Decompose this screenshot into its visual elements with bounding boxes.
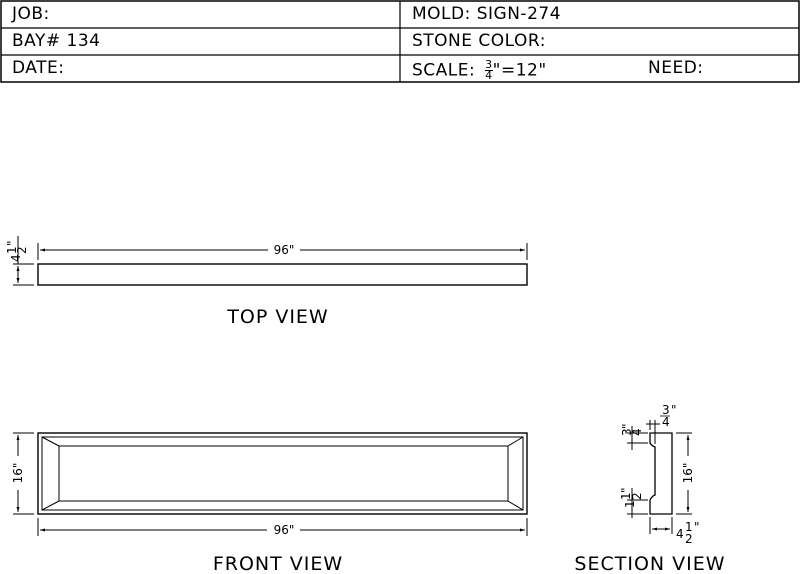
top-depth-inch-mark: " <box>5 240 19 246</box>
section-depth-denominator: 2 <box>685 532 693 546</box>
front-length-dim: 96" <box>274 523 295 537</box>
date-field: DATE: <box>12 58 65 78</box>
section-top-numerator: 3 <box>662 403 670 417</box>
section-mid-inch-mark: " <box>619 487 633 493</box>
top-depth-label: 4 1 2 " <box>5 240 29 262</box>
bevel-bottom-right <box>507 500 524 511</box>
top-view-label: TOP VIEW <box>226 306 328 328</box>
title-block: JOB: MOLD: SIGN-274 BAY# 134 STONE COLOR… <box>0 0 800 84</box>
scale-label: SCALE: <box>412 60 476 81</box>
section-mid-label: 1 1 2 " <box>619 487 644 508</box>
front-view-frame <box>41 436 524 511</box>
mold-field: MOLD: SIGN-274 <box>412 4 562 24</box>
top-view-outline <box>37 263 528 286</box>
section-left-inch-mark: " <box>620 423 634 429</box>
top-depth-whole: 4 <box>9 254 23 262</box>
section-top-denominator: 4 <box>662 415 670 429</box>
section-mid-numerator: 1 <box>619 492 633 500</box>
scale-fraction: 3 4 <box>485 58 493 82</box>
section-depth-inch-mark: " <box>694 520 700 534</box>
scale-ratio: "=12" <box>492 60 547 81</box>
section-depth-numerator: 1 <box>685 520 693 534</box>
need-field: NEED: <box>648 58 704 78</box>
section-mid-whole: 1 <box>623 500 637 508</box>
top-length-dim: 96" <box>274 243 295 257</box>
bevel-top-right <box>507 436 524 447</box>
section-depth-whole: 4 <box>676 527 684 541</box>
front-view-panel <box>58 445 509 502</box>
section-left-numerator: 3 <box>620 428 634 436</box>
top-depth-denominator: 2 <box>15 246 29 254</box>
section-profile <box>649 432 673 515</box>
top-view: 96" 4 1 2 " TOP VIEW <box>5 236 528 328</box>
job-field: JOB: <box>12 4 50 24</box>
top-depth-numerator: 1 <box>5 246 19 254</box>
front-height-dim: 16" <box>11 463 25 484</box>
stone-color-field: STONE COLOR: <box>412 31 546 51</box>
title-block-grid <box>0 0 800 83</box>
front-view: 16" 96" FRONT VIEW <box>11 432 528 574</box>
section-height-dim: 16" <box>681 463 695 484</box>
bay-field: BAY# 134 <box>12 31 101 51</box>
scale-field: SCALE: 3 4 "=12" <box>412 58 547 82</box>
front-view-label: FRONT VIEW <box>213 553 343 574</box>
bevel-top-left <box>41 436 60 447</box>
section-top-inch-mark: " <box>671 403 677 417</box>
section-view: 3 4 " 3 4 " 1 1 2 " 16" 4 1 <box>574 403 725 574</box>
section-mid-denominator: 2 <box>630 492 644 500</box>
section-left-denominator: 4 <box>630 428 644 436</box>
section-view-label: SECTION VIEW <box>574 553 725 574</box>
front-view-outer <box>37 432 528 515</box>
bevel-bottom-left <box>41 500 60 511</box>
scale-numerator: 3 <box>485 58 493 71</box>
section-left-label: 3 4 " <box>620 423 644 436</box>
scale-denominator: 4 <box>485 69 493 82</box>
